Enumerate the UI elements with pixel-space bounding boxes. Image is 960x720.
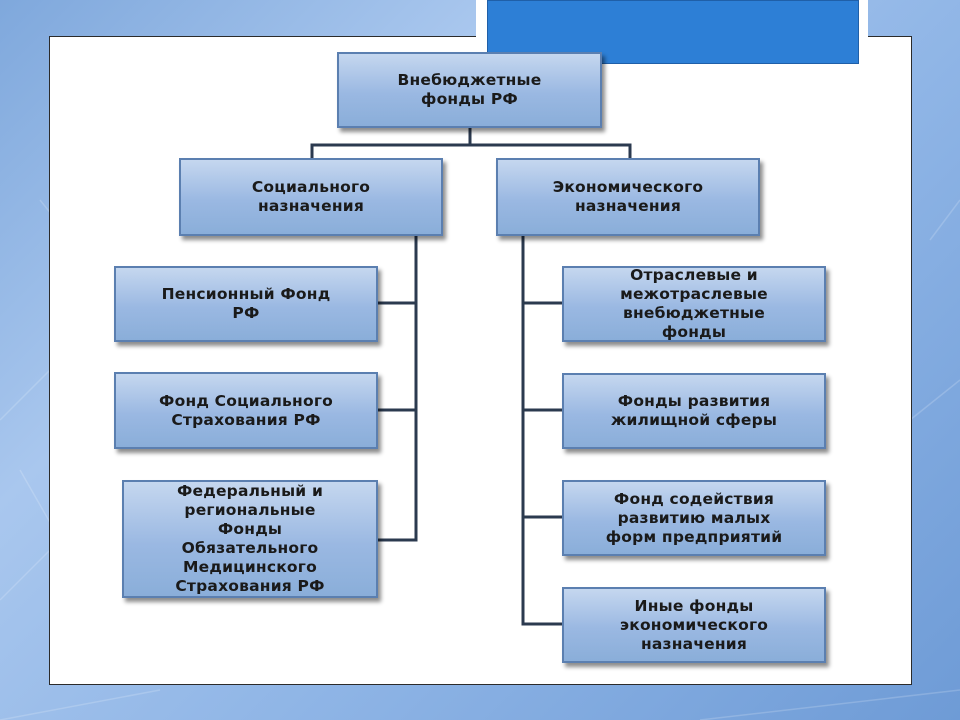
accent-block xyxy=(487,0,859,64)
branch-node-social: Социального назначения xyxy=(179,158,443,236)
leaf-node-social-insurance: Фонд Социального Страхования РФ xyxy=(114,372,378,449)
leaf-node-pension-fund: Пенсионный Фонд РФ xyxy=(114,266,378,342)
leaf-node-small-business-fund: Фонд содействия развитию малых форм пред… xyxy=(562,480,826,556)
leaf-node-other-economic-funds: Иные фонды экономического назначения xyxy=(562,587,826,663)
leaf-node-sectoral-funds: Отраслевые и межотраслевые внебюджетные … xyxy=(562,266,826,342)
branch-node-economic: Экономического назначения xyxy=(496,158,760,236)
leaf-node-housing-funds: Фонды развития жилищной сферы xyxy=(562,373,826,449)
leaf-node-medical-insurance: Федеральный и региональные Фонды Обязате… xyxy=(122,480,378,598)
root-node: Внебюджетные фонды РФ xyxy=(337,52,602,128)
